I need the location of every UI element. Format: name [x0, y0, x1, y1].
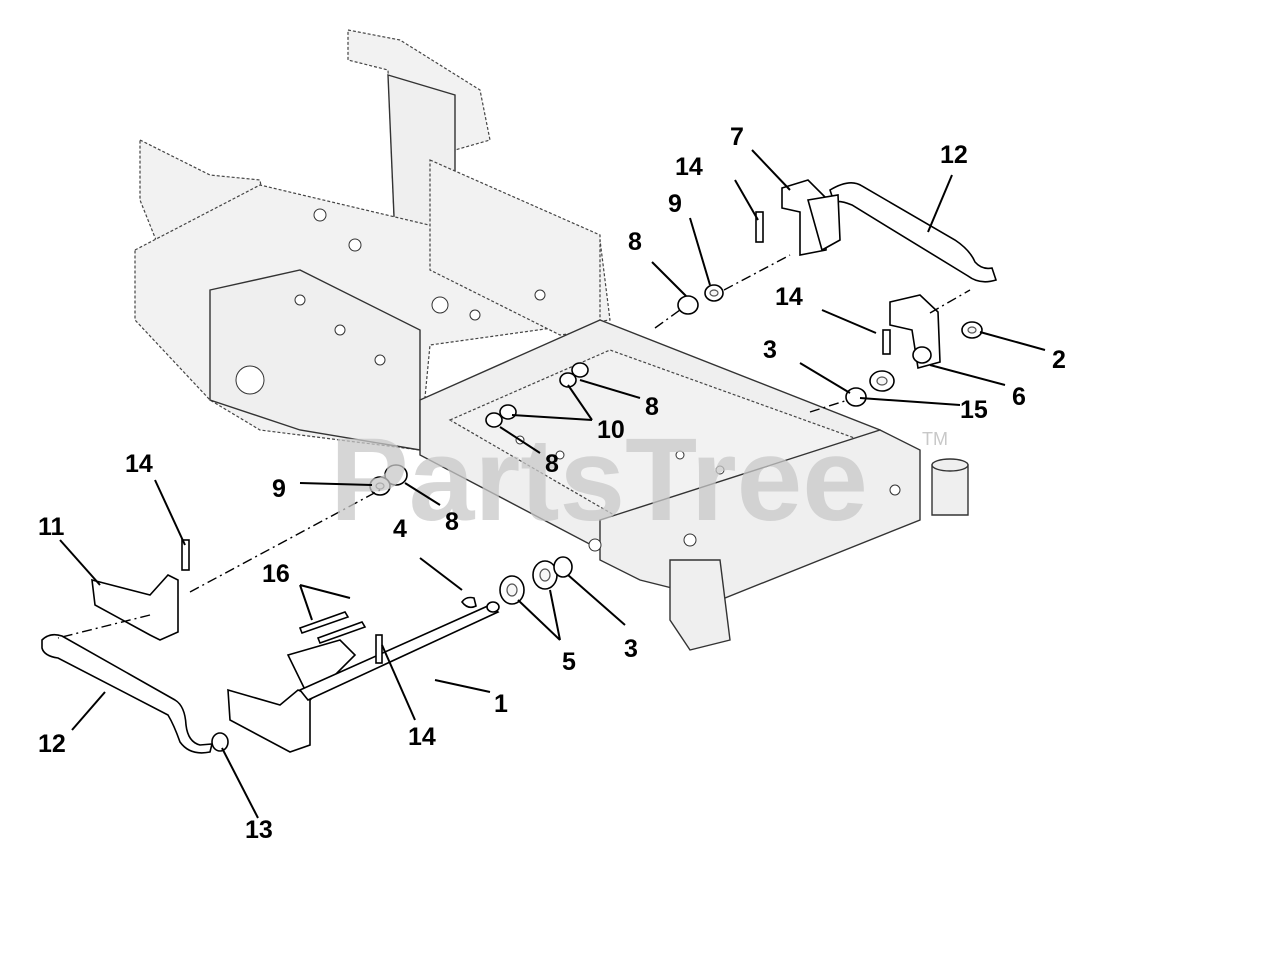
callout-9-upper: 9 — [668, 190, 682, 218]
callout-14-left: 14 — [125, 450, 153, 478]
callout-16: 16 — [262, 560, 290, 588]
callout-12-upper: 12 — [940, 141, 968, 169]
watermark-text: PartsTree — [330, 414, 868, 546]
rod-1 — [298, 604, 500, 701]
callout-8-left: 8 — [445, 508, 459, 536]
callout-13: 13 — [245, 816, 273, 844]
bushing-upper — [845, 387, 867, 407]
cotter-pin-a — [298, 611, 350, 635]
callout-9-left: 9 — [272, 475, 286, 503]
callout-8-upper: 8 — [628, 228, 642, 256]
callout-7: 7 — [730, 123, 744, 151]
callout-3-upper: 3 — [763, 336, 777, 364]
callout-8-mid: 8 — [645, 393, 659, 421]
watermark-trademark: TM — [922, 429, 948, 449]
callout-1: 1 — [494, 690, 508, 718]
watermark: PartsTree TM — [330, 414, 948, 546]
lift-bar-lower — [41, 633, 214, 754]
callout-3-lower: 3 — [624, 635, 638, 663]
bushing-lower — [553, 556, 573, 578]
callout-2: 2 — [1052, 346, 1066, 374]
bushing-8-upper — [677, 295, 699, 315]
bracket-lower — [227, 688, 311, 753]
frame-holes — [235, 208, 901, 552]
callout-10: 10 — [597, 416, 625, 444]
mower-frame — [134, 29, 969, 651]
callouts: 1 2 3 3 4 5 6 7 8 8 8 8 9 9 10 11 12 12 … — [38, 123, 1066, 844]
leader-lines — [59, 149, 1046, 819]
pin-upper — [755, 211, 764, 243]
cotter-pin-b — [316, 621, 367, 645]
lift-bar-upper — [829, 182, 998, 283]
pin-left — [181, 539, 190, 571]
pin-right — [882, 329, 891, 355]
callout-5: 5 — [562, 648, 576, 676]
callout-15: 15 — [960, 396, 988, 424]
callout-11: 11 — [38, 513, 65, 541]
washer-13 — [211, 732, 229, 752]
clevis-pin-4 — [461, 596, 477, 609]
linkage-parts — [41, 179, 998, 754]
pin-lower — [375, 634, 383, 664]
callout-6: 6 — [1012, 383, 1026, 411]
callout-14-right: 14 — [775, 283, 803, 311]
callout-12-lower: 12 — [38, 730, 66, 758]
callout-4: 4 — [393, 515, 407, 543]
bracket-left — [91, 574, 179, 641]
bushing-8-left — [384, 464, 408, 486]
callout-14-upper: 14 — [675, 153, 703, 181]
callout-8-center: 8 — [545, 450, 559, 478]
callout-14-lower: 14 — [408, 723, 436, 751]
